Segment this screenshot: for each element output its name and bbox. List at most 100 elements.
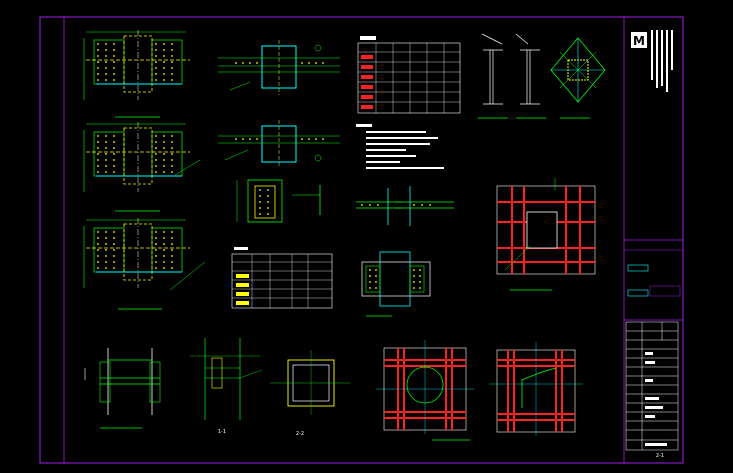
- bolt-hole: [105, 267, 107, 269]
- bolt-hole: [242, 62, 244, 64]
- bolt-hole: [97, 231, 99, 233]
- bolt-hole: [322, 138, 324, 140]
- bolt-hole: [322, 62, 324, 64]
- bolt-hole: [375, 269, 377, 271]
- bolt-hole: [171, 147, 173, 149]
- bolt-hole: [171, 237, 173, 239]
- bolt-hole: [369, 287, 371, 289]
- bolt-hole: [369, 269, 371, 271]
- title-table-fills: [645, 352, 667, 446]
- title-table: [625, 321, 679, 451]
- bolt-hole: [171, 67, 173, 69]
- bolt-hole: [113, 243, 115, 245]
- diamond-plan: [550, 37, 606, 103]
- bolt-hole: [97, 61, 99, 63]
- bolt-hole: [97, 135, 99, 137]
- plate-elevation-3: [83, 217, 191, 289]
- beam-elevation-a: [481, 33, 503, 105]
- bolt-hole: [105, 231, 107, 233]
- bolt-hole: [155, 171, 157, 173]
- bolt-hole: [171, 255, 173, 257]
- bolt-hole: [97, 267, 99, 269]
- bolt-hole: [97, 249, 99, 251]
- bolt-hole: [155, 153, 157, 155]
- bolt-hole: [105, 141, 107, 143]
- beam-elevation-b: [515, 33, 540, 105]
- bolt-hole: [308, 62, 310, 64]
- bolt-hole: [421, 204, 423, 206]
- bolt-hole: [97, 153, 99, 155]
- bolt-hole: [419, 275, 421, 277]
- base-plate-curve-detail: [489, 342, 583, 436]
- bolt-hole: [113, 249, 115, 251]
- bolt-hole: [105, 165, 107, 167]
- bolt-hole: [163, 243, 165, 245]
- bolt-hole: [97, 255, 99, 257]
- bolt-hole: [113, 261, 115, 263]
- bolt-hole: [113, 255, 115, 257]
- bolt-hole: [171, 243, 173, 245]
- bolt-hole: [301, 62, 303, 64]
- bolt-hole: [155, 165, 157, 167]
- bolt-hole: [301, 138, 303, 140]
- bolt-hole: [113, 61, 115, 63]
- bolt-hole: [163, 147, 165, 149]
- plate-elevation-1: [83, 29, 191, 101]
- bolt-hole: [155, 79, 157, 81]
- bolt-hole: [163, 231, 165, 233]
- bolt-hole: [163, 261, 165, 263]
- bolt-hole: [419, 281, 421, 283]
- bolt-hole: [171, 55, 173, 57]
- bolt-hole: [308, 138, 310, 140]
- bolt-hole: [97, 43, 99, 45]
- column-section-a: [218, 40, 340, 95]
- beam-splice-detail-a: [356, 188, 402, 225]
- bolt-hole: [267, 195, 269, 197]
- title-notes: [651, 30, 673, 92]
- bolt-hole: [163, 73, 165, 75]
- beam-splice-detail-b: [396, 186, 454, 226]
- bolt-hole: [155, 135, 157, 137]
- member-table-top: [357, 36, 461, 114]
- bolt-hole: [163, 61, 165, 63]
- bolt-hole: [413, 204, 415, 206]
- bolt-hole: [155, 267, 157, 269]
- bolt-hole: [105, 249, 107, 251]
- bolt-hole: [105, 255, 107, 257]
- bolt-hole: [105, 261, 107, 263]
- bolt-hole: [97, 261, 99, 263]
- bolt-hole: [155, 61, 157, 63]
- bolt-hole: [97, 243, 99, 245]
- bolt-hole: [155, 261, 157, 263]
- bolt-hole: [259, 207, 261, 209]
- bolt-hole: [155, 243, 157, 245]
- bolt-hole: [105, 79, 107, 81]
- bolt-hole: [171, 231, 173, 233]
- bolt-hole: [375, 275, 377, 277]
- bolt-hole: [171, 267, 173, 269]
- sheet-number: 2-1: [656, 453, 664, 459]
- company-logo: [631, 32, 647, 48]
- member-table-bottom: [231, 247, 333, 309]
- bolt-hole: [105, 67, 107, 69]
- title-block: M: [623, 17, 683, 463]
- bolt-hole: [429, 204, 431, 206]
- bolt-hole: [105, 61, 107, 63]
- bolt-hole: [413, 281, 415, 283]
- bolt-hole: [113, 49, 115, 51]
- bolt-hole: [155, 237, 157, 239]
- base-plate-circle-detail: [376, 340, 474, 441]
- bolt-hole: [259, 213, 261, 215]
- bolt-hole: [113, 55, 115, 57]
- bolt-hole: [155, 73, 157, 75]
- bolt-hole: [259, 195, 261, 197]
- bolt-hole: [97, 67, 99, 69]
- bolt-hole: [377, 204, 379, 206]
- bolt-hole: [163, 255, 165, 257]
- bolt-hole: [155, 141, 157, 143]
- bolt-hole: [163, 67, 165, 69]
- bolt-hole: [105, 135, 107, 137]
- plate-elevation-2: [83, 121, 191, 193]
- column-elevation-detail: [84, 348, 161, 429]
